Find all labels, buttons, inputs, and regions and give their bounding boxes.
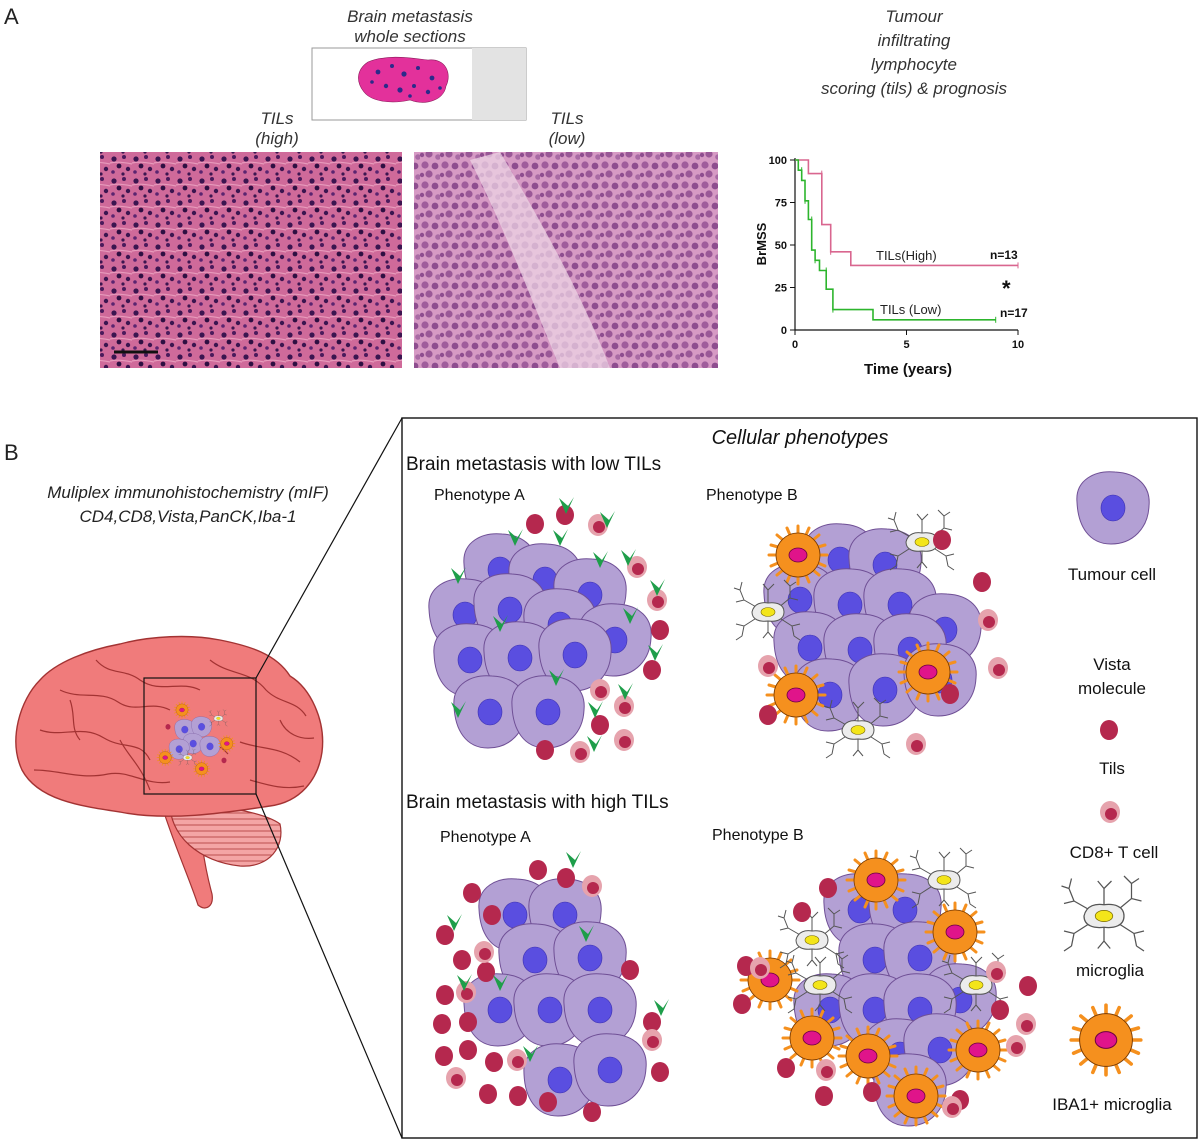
legend-til-icon [1100, 720, 1118, 740]
n-label-tils-high: n=13 [990, 248, 1018, 262]
series-line-tils-high [795, 159, 1018, 267]
mif-caption-line2: CD4,CD8,Vista,PanCK,Iba-1 [79, 507, 296, 526]
y-tick-label: 50 [775, 240, 787, 252]
x-tick-label: 0 [792, 339, 798, 351]
series-line-tils-low [795, 159, 996, 321]
panel-a-label: A [4, 4, 19, 29]
y-tick-label: 0 [781, 325, 787, 337]
cluster-high-tils-phenotype-a [433, 851, 669, 1122]
histology-tils-high [100, 152, 402, 368]
brain-zoom-box [143, 677, 257, 795]
legend-iba1-label: IBA1+ microglia [1052, 1095, 1172, 1114]
series-label-tils-high: TILs(High) [876, 248, 937, 263]
tils-low-label-line2: (low) [549, 129, 586, 148]
slide-schematic [311, 47, 527, 121]
legend-tumour-cell-label: Tumour cell [1068, 565, 1156, 584]
tils-low-label-line1: TILs [550, 109, 584, 128]
panel-b-label: B [4, 440, 19, 465]
legend-til-label: Tils [1099, 759, 1125, 778]
slide-tissue [358, 56, 449, 103]
legend-cd8-icon [1100, 801, 1120, 823]
cellular-phenotypes-title: Cellular phenotypes [712, 427, 889, 449]
tils-high-label-line1: TILs [260, 109, 294, 128]
scoring-title-line4: scoring (tils) & prognosis [821, 79, 1008, 98]
legend-microglia-icon [1060, 875, 1145, 952]
cluster-high-tils-phenotype-b [733, 847, 1037, 1127]
cellular-phenotypes-box [401, 417, 1198, 1139]
phenotype-a-low-label: Phenotype A [434, 487, 525, 504]
x-tick-label: 5 [903, 339, 909, 351]
y-tick-label: 100 [769, 155, 787, 167]
low-tils-heading: Brain metastasis with low TILs [406, 454, 661, 475]
legend-iba1-icon [1069, 1003, 1143, 1077]
legend-tumour-cell-icon [1076, 471, 1150, 545]
y-axis-title: BrMSS [754, 222, 769, 265]
series-label-tils-low: TILs (Low) [880, 302, 941, 317]
slide-caption-line2: whole sections [354, 27, 466, 46]
y-tick-label: 25 [775, 283, 787, 295]
phenotype-b-low-label: Phenotype B [706, 487, 798, 504]
cluster-low-tils-phenotype-b [733, 509, 1008, 759]
legend-microglia-label: microglia [1076, 961, 1145, 980]
y-tick-label: 75 [775, 198, 787, 210]
x-tick-label: 10 [1012, 339, 1024, 351]
slide-caption-line1: Brain metastasis [347, 7, 473, 26]
legend-vista-label-line2: molecule [1078, 679, 1146, 698]
high-tils-heading: Brain metastasis with high TILs [406, 792, 669, 813]
legend: Tumour cell Vista molecule Tils CD8+ T c… [1052, 471, 1172, 1114]
survival-chart: 0 25 50 75 100 0 5 10 TILs(High) TILs (Low) n=1… [754, 155, 1028, 378]
brain-illustration [15, 635, 324, 909]
scoring-title-line3: lymphocyte [871, 55, 957, 74]
cluster-low-tils-phenotype-a [428, 497, 669, 763]
legend-cd8-label: CD8+ T cell [1070, 843, 1159, 862]
scoring-title-line2: infiltrating [878, 31, 951, 50]
n-label-tils-low: n=17 [1000, 306, 1028, 320]
mif-caption-line1: Muliplex immunohistochemistry (mIF) [47, 483, 329, 502]
tils-high-label-line2: (high) [255, 129, 298, 148]
x-axis-title: Time (years) [864, 361, 952, 378]
scoring-title-line1: Tumour [885, 7, 944, 26]
phenotype-a-high-label: Phenotype A [440, 829, 531, 846]
phenotype-b-high-label: Phenotype B [712, 827, 804, 844]
legend-vista-label-line1: Vista [1093, 655, 1131, 674]
significance-marker: * [1002, 276, 1011, 301]
